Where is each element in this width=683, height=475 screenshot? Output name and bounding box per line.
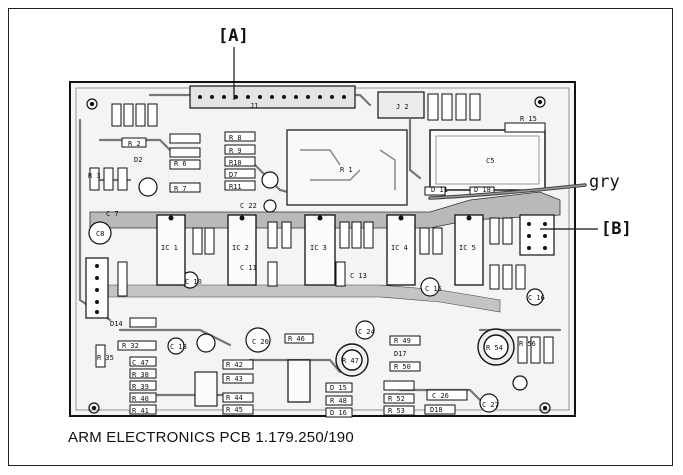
svg-text:R 38: R 38 xyxy=(132,371,149,379)
figure-frame xyxy=(8,8,673,466)
passive-column-left xyxy=(89,131,256,193)
callout-a: [A] xyxy=(218,26,249,46)
svg-text:R 41: R 41 xyxy=(132,407,149,415)
svg-text:D 18: D 18 xyxy=(474,186,491,194)
svg-text:C 11: C 11 xyxy=(240,264,257,272)
svg-text:D2: D2 xyxy=(134,156,142,164)
svg-text:R 39: R 39 xyxy=(132,383,149,391)
svg-text:D 15: D 15 xyxy=(330,384,347,392)
wire-label-gry: gry xyxy=(589,172,620,192)
resistors-lower xyxy=(95,317,554,418)
svg-text:R 45: R 45 xyxy=(226,406,243,414)
connector-j2 xyxy=(377,91,425,119)
svg-text:R 52: R 52 xyxy=(388,395,405,403)
svg-text:R 54: R 54 xyxy=(486,344,503,352)
svg-text:C 27: C 27 xyxy=(482,401,499,409)
resistor-cluster-top xyxy=(111,103,158,127)
svg-text:D7: D7 xyxy=(229,171,237,179)
svg-text:D18: D18 xyxy=(430,406,443,414)
svg-text:R 1: R 1 xyxy=(340,166,353,174)
svg-text:R 35: R 35 xyxy=(97,354,114,362)
svg-text:C 18: C 18 xyxy=(170,343,187,351)
svg-text:C 16: C 16 xyxy=(528,294,545,302)
svg-text:D 16: D 16 xyxy=(330,409,347,417)
ground-bus xyxy=(89,191,561,229)
figure-caption: ARM ELECTRONICS PCB 1.179.250/190 xyxy=(68,429,354,446)
connector-j1 xyxy=(189,85,356,109)
svg-text:C 26: C 26 xyxy=(432,392,449,400)
svg-text:C 7: C 7 xyxy=(106,210,119,218)
relay-r1 xyxy=(286,129,408,206)
svg-text:C 22: C 22 xyxy=(240,202,257,210)
resistor-stacks-middle xyxy=(192,217,526,290)
connector-right xyxy=(519,214,555,256)
svg-text:R 2: R 2 xyxy=(128,140,141,148)
ic-6 xyxy=(287,359,311,403)
svg-text:R11: R11 xyxy=(229,183,242,191)
svg-text:R 46: R 46 xyxy=(288,335,305,343)
svg-text:R 43: R 43 xyxy=(226,375,243,383)
large-components xyxy=(335,328,515,377)
mounting-holes xyxy=(86,96,551,414)
svg-text:C 10: C 10 xyxy=(185,278,202,286)
svg-text:R 6: R 6 xyxy=(174,160,187,168)
svg-text:IC 5: IC 5 xyxy=(459,244,476,252)
callout-b: [B] xyxy=(601,219,632,239)
svg-text:J1: J1 xyxy=(250,102,258,110)
svg-text:R 40: R 40 xyxy=(132,395,149,403)
svg-text:C 15: C 15 xyxy=(425,285,442,293)
resistor-stack-r12-r14 xyxy=(427,93,481,121)
svg-text:IC 4: IC 4 xyxy=(391,244,408,252)
svg-text:R 53: R 53 xyxy=(388,407,405,415)
svg-text:R 47: R 47 xyxy=(342,357,359,365)
resistor-r15 xyxy=(504,122,546,133)
svg-text:C 13: C 13 xyxy=(350,272,367,280)
svg-text:IC 3: IC 3 xyxy=(310,244,327,252)
svg-text:R 8: R 8 xyxy=(229,134,242,142)
capacitor-c5 xyxy=(429,129,546,191)
svg-text:R 49: R 49 xyxy=(394,337,411,345)
svg-text:D17: D17 xyxy=(394,350,407,358)
svg-text:C8: C8 xyxy=(96,230,104,238)
svg-text:R 48: R 48 xyxy=(330,397,347,405)
svg-text:C 24: C 24 xyxy=(358,328,375,336)
svg-text:IC 1: IC 1 xyxy=(161,244,178,252)
svg-text:R 56: R 56 xyxy=(519,340,536,348)
svg-text:R 15: R 15 xyxy=(520,115,537,123)
svg-text:R 9: R 9 xyxy=(229,147,242,155)
svg-text:R 3: R 3 xyxy=(88,172,101,180)
diodes-d11-d18 xyxy=(424,186,495,196)
svg-text:R 7: R 7 xyxy=(174,185,187,193)
svg-text:J 2: J 2 xyxy=(396,103,409,111)
svg-text:C 20: C 20 xyxy=(252,338,269,346)
ic-packages xyxy=(156,214,484,286)
svg-text:IC 2: IC 2 xyxy=(232,244,249,252)
svg-text:R 32: R 32 xyxy=(122,342,139,350)
svg-text:R10: R10 xyxy=(229,159,242,167)
svg-text:C 47: C 47 xyxy=(132,359,149,367)
svg-text:R 42: R 42 xyxy=(226,361,243,369)
svg-text:R 50: R 50 xyxy=(394,363,411,371)
svg-text:D 11: D 11 xyxy=(431,186,448,194)
component-labels: J1 J 2 R 1 C5 R 15 R 2 D2 R 3 R 6 R 7 R … xyxy=(88,102,545,417)
svg-text:R 44: R 44 xyxy=(226,394,243,402)
svg-text:D14: D14 xyxy=(110,320,123,328)
svg-text:C5: C5 xyxy=(486,157,494,165)
